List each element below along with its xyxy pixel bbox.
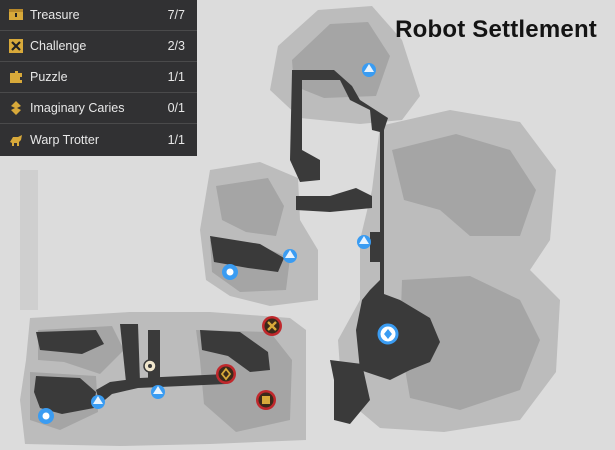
imaginary-caries-marker[interactable] — [216, 364, 236, 384]
npc-marker[interactable] — [143, 359, 157, 373]
legend-count: 1/1 — [167, 132, 185, 147]
map-zone-north — [270, 6, 420, 124]
legend-row-puzzle[interactable]: Puzzle 1/1 — [0, 62, 197, 93]
space-anchor-marker[interactable] — [357, 235, 371, 249]
imaginary-caries-icon — [8, 100, 24, 116]
legend-label: Treasure — [30, 8, 80, 22]
space-anchor-marker[interactable] — [151, 385, 165, 399]
teleport-marker[interactable] — [38, 408, 54, 424]
legend-label: Warp Trotter — [30, 132, 99, 147]
legend-row-imaginary-caries[interactable]: Imaginary Caries 0/1 — [0, 93, 197, 124]
puzzle-icon — [8, 69, 24, 85]
warp-trotter-icon — [8, 132, 24, 148]
space-anchor-marker[interactable] — [283, 249, 297, 263]
map-title: Robot Settlement — [395, 16, 597, 43]
legend-row-challenge[interactable]: Challenge 2/3 — [0, 31, 197, 62]
legend-label: Imaginary Caries — [30, 101, 125, 115]
space-anchor-marker[interactable] — [362, 63, 376, 77]
calyx-marker[interactable] — [377, 323, 399, 345]
treasure-icon — [8, 7, 24, 23]
map-paths — [34, 70, 440, 424]
legend-count: 7/7 — [167, 8, 185, 22]
teleport-marker[interactable] — [222, 264, 238, 280]
collection-legend: Treasure 7/7 Challenge 2/3 Puzzle 1/1 Im… — [0, 0, 197, 156]
map-edge-shadow — [20, 170, 38, 310]
legend-label: Challenge — [30, 39, 87, 53]
legend-count: 2/3 — [167, 39, 185, 53]
space-anchor-marker[interactable] — [91, 395, 105, 409]
challenge-icon — [8, 38, 24, 54]
legend-count: 1/1 — [167, 70, 185, 84]
legend-row-warp-trotter[interactable]: Warp Trotter 1/1 — [0, 124, 197, 155]
puzzle-marker[interactable] — [256, 390, 276, 410]
legend-row-treasure[interactable]: Treasure 7/7 — [0, 0, 197, 31]
legend-label: Puzzle — [30, 70, 68, 84]
legend-count: 0/1 — [167, 101, 185, 115]
challenge-marker[interactable] — [262, 316, 282, 336]
